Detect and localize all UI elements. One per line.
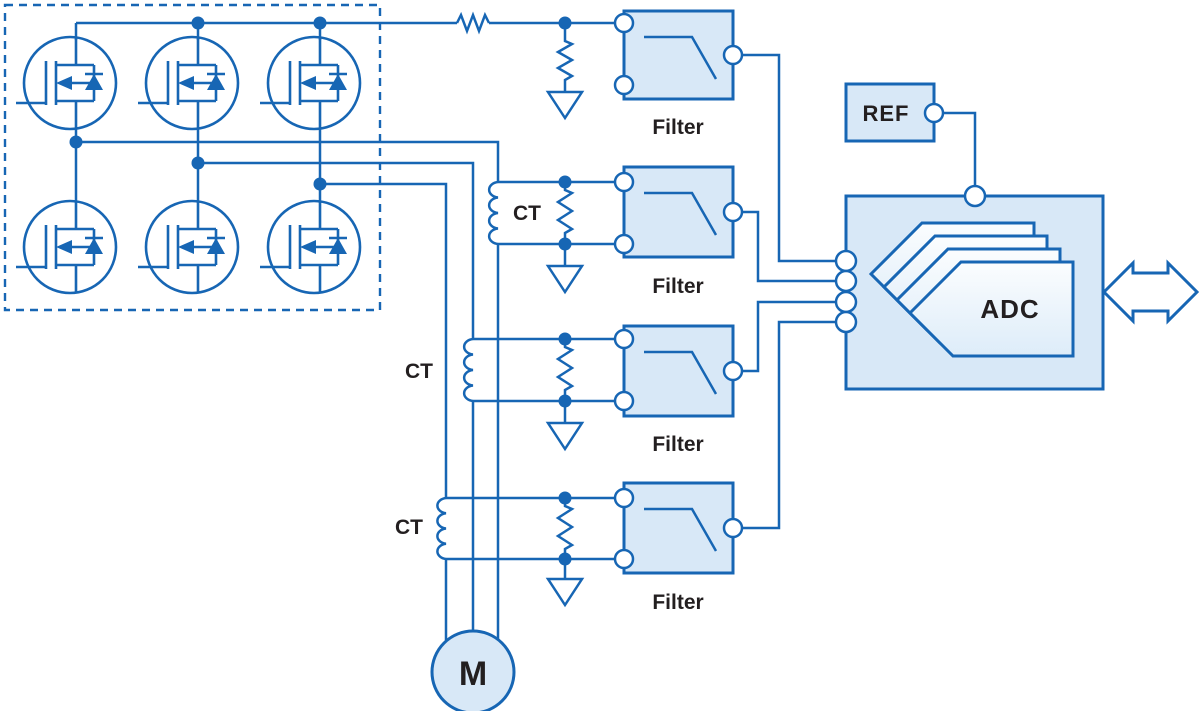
- filter-block-4: Filter: [613, 481, 744, 614]
- low-pass-filter-icon: [644, 507, 718, 552]
- phase-a-wire: [76, 140, 500, 182]
- motor-circle: [430, 629, 516, 711]
- terminal-circle: [834, 310, 858, 334]
- terminal-circle: [613, 12, 635, 34]
- ground-icon: [545, 421, 585, 452]
- mosfet-icon: [258, 199, 362, 295]
- ct-label-3: CT: [395, 516, 423, 539]
- terminal-circle: [834, 290, 858, 314]
- ct-label-2: CT: [405, 360, 433, 383]
- low-pass-filter-icon: [644, 350, 718, 395]
- terminal-circle: [834, 249, 858, 273]
- filter4-to-adc-wire: [742, 320, 836, 530]
- burden-resistor-icon: [555, 498, 575, 559]
- mosfet-icon: [258, 35, 362, 131]
- filter-blocks: Filter Filter Filter Filter: [613, 9, 744, 614]
- filter-block-2: Filter: [613, 165, 744, 298]
- adc-page-front: [907, 260, 1075, 358]
- ref-to-adc-wire: [943, 111, 977, 187]
- phase-b-wire: [198, 161, 475, 339]
- ref-label: REF: [863, 101, 910, 126]
- ground-icon: [545, 90, 585, 121]
- filter-block-3: Filter: [613, 324, 744, 456]
- terminal-circle: [613, 487, 635, 509]
- filter-label: Filter: [652, 116, 703, 139]
- low-pass-filter-icon: [644, 35, 718, 80]
- low-pass-filter-icon: [644, 191, 718, 236]
- terminal-circle: [722, 517, 744, 539]
- mosfet-icon: [14, 35, 118, 131]
- stacked-adc-pages: [868, 221, 1075, 358]
- junction-dot: [558, 175, 572, 189]
- junction-dot: [558, 491, 572, 505]
- inductor-coil-icon: [462, 337, 474, 403]
- ground-icon: [545, 577, 585, 608]
- junction-dot: [69, 135, 83, 149]
- series-resistor-icon: [455, 11, 491, 35]
- junction-dot: [558, 16, 572, 30]
- filter-label: Filter: [652, 433, 703, 456]
- junction-dot: [313, 16, 327, 30]
- inverter-dashed-border: [3, 3, 382, 312]
- junction-dot: [558, 332, 572, 346]
- filter-label: Filter: [652, 591, 703, 614]
- terminal-circle: [613, 74, 635, 96]
- adc-block: ADC: [834, 184, 1105, 391]
- junction-dot: [558, 237, 572, 251]
- terminal-circle: [613, 233, 635, 255]
- terminal-circle: [834, 269, 858, 293]
- terminal-circle: [963, 184, 987, 208]
- mosfet-icon: [14, 199, 118, 295]
- filter-block-1: Filter: [613, 9, 744, 139]
- junction-dot: [558, 394, 572, 408]
- phase-c-wire: [320, 182, 448, 498]
- terminal-circle: [923, 102, 945, 124]
- mosfet-icon: [136, 199, 240, 295]
- motor-label: M: [459, 655, 487, 693]
- junction-dot: [558, 552, 572, 566]
- junction-dots: [69, 16, 572, 566]
- terminal-circle: [613, 171, 635, 193]
- ground-icon: [545, 264, 585, 295]
- inverter-bridge: [3, 3, 382, 312]
- inductor-coil-icon: [436, 496, 447, 561]
- terminal-circle: [613, 328, 635, 350]
- terminal-circle: [722, 201, 744, 223]
- terminal-circle: [613, 548, 635, 570]
- junction-dot: [191, 16, 205, 30]
- junction-dot: [191, 156, 205, 170]
- wiring: [74, 11, 977, 658]
- junction-dot: [313, 177, 327, 191]
- adc-label: ADC: [980, 294, 1039, 324]
- ref-block: REF: [844, 82, 945, 143]
- burden-resistor-icon: [555, 182, 575, 244]
- terminal-circle: [613, 390, 635, 412]
- inductor-coil-icon: [487, 180, 499, 246]
- filter2-to-adc-wire: [742, 210, 836, 283]
- burden-resistor-icon: [555, 339, 575, 401]
- terminal-circle: [722, 44, 744, 66]
- divider-resistor-icon: [555, 23, 575, 92]
- terminal-circle: [722, 360, 744, 382]
- filter1-to-adc-wire: [742, 53, 836, 263]
- ct-label-1: CT: [513, 202, 541, 225]
- filter3-to-adc-wire: [742, 300, 836, 373]
- motor: M: [430, 629, 516, 711]
- mosfet-icon: [136, 35, 240, 131]
- bidirectional-arrow-icon: [1101, 259, 1200, 325]
- filter-label: Filter: [652, 275, 703, 298]
